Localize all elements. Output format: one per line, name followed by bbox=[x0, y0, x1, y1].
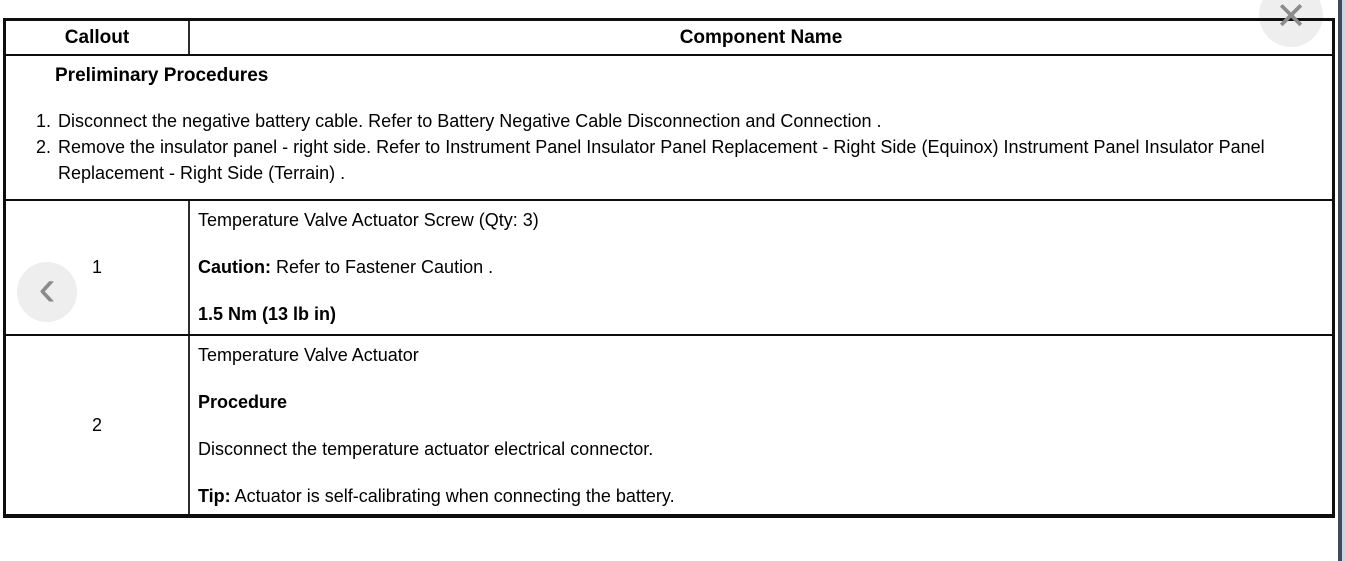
window-edge-bar bbox=[1338, 0, 1342, 561]
component-name-text: Temperature Valve Actuator bbox=[198, 345, 419, 365]
procedure-text: Disconnect the temperature actuator elec… bbox=[198, 439, 654, 459]
callout-number-cell: 1 bbox=[6, 201, 190, 334]
preliminary-procedures-title: Preliminary Procedures bbox=[55, 65, 269, 86]
component-description-cell: Temperature Valve Actuator Procedure Dis… bbox=[190, 336, 1332, 514]
callout-column-header: Callout bbox=[6, 21, 190, 54]
tip-text: Actuator is self-calibrating when connec… bbox=[230, 486, 675, 506]
preliminary-steps-list: Disconnect the negative battery cable. R… bbox=[6, 108, 1332, 186]
callout-number: 1 bbox=[91, 257, 102, 277]
preliminary-step: Remove the insulator panel - right side.… bbox=[56, 134, 1332, 186]
preliminary-step: Disconnect the negative battery cable. R… bbox=[56, 108, 1332, 134]
component-name-column-header: Component Name bbox=[190, 21, 1332, 54]
chevron-left-icon: ‹ bbox=[38, 259, 56, 317]
component-description-cell: Temperature Valve Actuator Screw (Qty: 3… bbox=[190, 201, 1332, 334]
close-icon: ✕ bbox=[1275, 0, 1307, 38]
table-header-row: Callout Component Name bbox=[6, 21, 1332, 56]
callout-number-cell: 2 bbox=[6, 336, 190, 514]
component-name-text: Temperature Valve Actuator Screw (Qty: 3… bbox=[198, 210, 539, 230]
torque-spec: 1.5 Nm (13 lb in) bbox=[198, 304, 337, 324]
caution-label: Caution: bbox=[198, 257, 271, 277]
caution-text: Refer to Fastener Caution . bbox=[270, 257, 494, 277]
preliminary-procedures-section: Preliminary Procedures Disconnect the ne… bbox=[6, 56, 1332, 201]
table-row: 2 Temperature Valve Actuator Procedure D… bbox=[6, 336, 1332, 514]
tip-note: Tip: Actuator is self-calibrating when c… bbox=[198, 486, 1322, 507]
procedure-label: Procedure bbox=[198, 392, 288, 412]
caution-note: Caution: Refer to Fastener Caution . bbox=[198, 257, 1322, 278]
close-button[interactable]: ✕ bbox=[1259, 0, 1323, 47]
tip-label: Tip: bbox=[198, 486, 231, 506]
callout-header-label: Callout bbox=[64, 26, 130, 48]
component-header-label: Component Name bbox=[679, 26, 843, 48]
component-callout-table: Callout Component Name Preliminary Proce… bbox=[3, 18, 1335, 518]
window-edge-highlight bbox=[1342, 0, 1345, 561]
table-row: 1 Temperature Valve Actuator Screw (Qty:… bbox=[6, 201, 1332, 336]
callout-number: 2 bbox=[91, 414, 102, 435]
back-button[interactable]: ‹ bbox=[17, 262, 77, 322]
